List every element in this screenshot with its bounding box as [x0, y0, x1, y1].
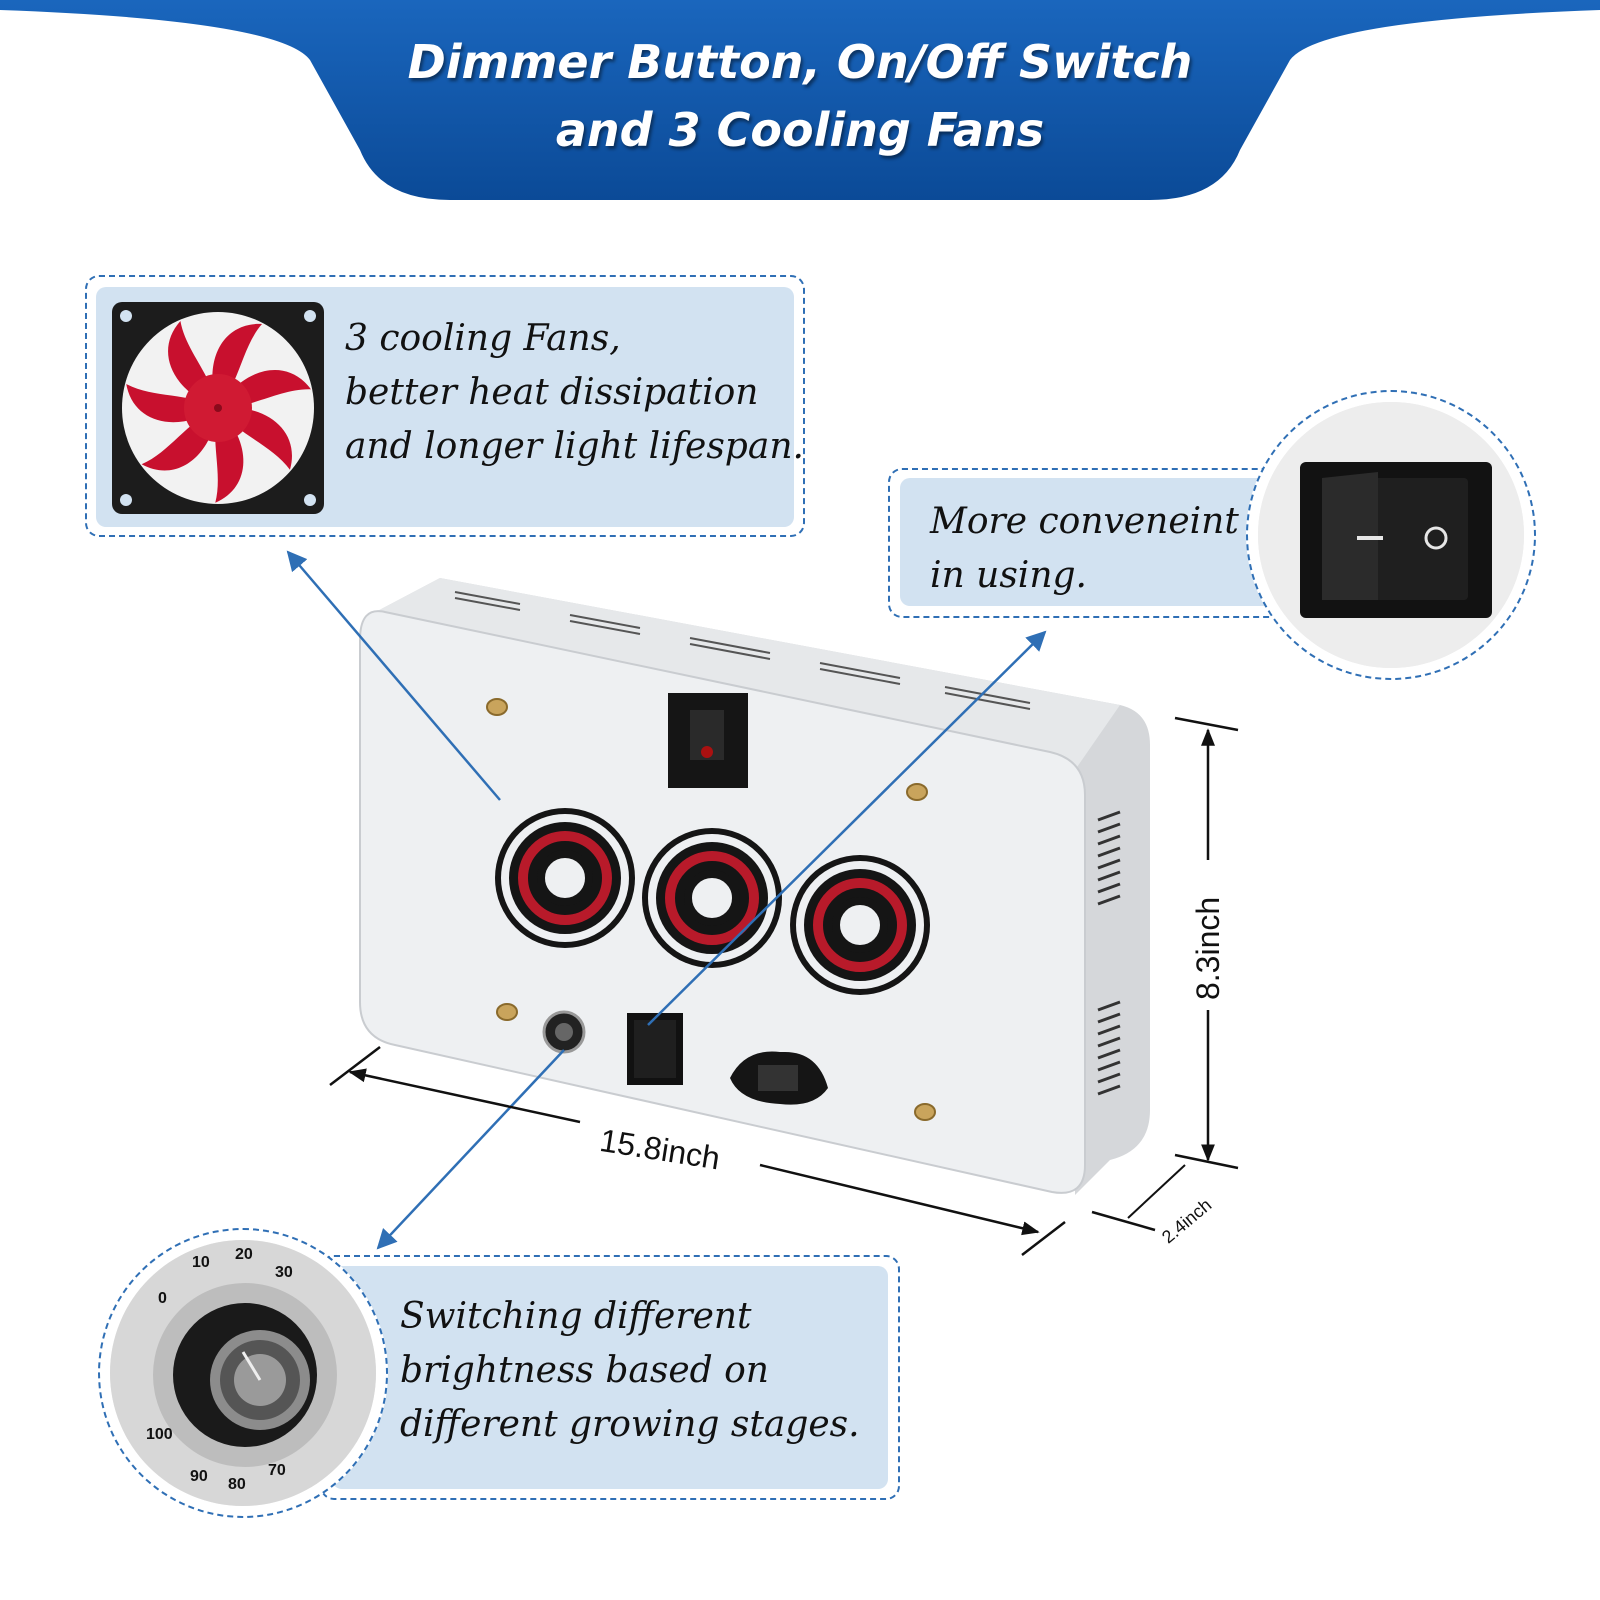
- banner-title-line2: and 3 Cooling Fans: [555, 103, 1045, 157]
- height-dimension-label: 8.3inch: [1190, 896, 1226, 1000]
- dimmer-text-line1: Switching different: [400, 1296, 752, 1337]
- dimmer-knob-icon: [110, 1240, 376, 1506]
- dimmer-callout-text: Switching different brightness based on …: [400, 1290, 860, 1452]
- fans-callout-text: 3 cooling Fans, better heat dissipation …: [345, 312, 804, 474]
- switch-text-line1: More conveneint: [930, 501, 1239, 542]
- fans-callout-frame: [85, 275, 805, 537]
- dial-mark-70: 70: [268, 1462, 286, 1479]
- dial-mark-0: 0: [158, 1290, 167, 1307]
- switch-text-line2: in using.: [930, 555, 1087, 596]
- dial-mark-20: 20: [235, 1246, 253, 1263]
- title-banner: [0, 0, 1600, 200]
- cooling-fan-icon: [112, 302, 324, 514]
- fans-text-line2: better heat dissipation: [345, 372, 759, 413]
- dimmer-text-line2: brightness based on: [400, 1350, 769, 1391]
- dial-mark-30: 30: [275, 1264, 293, 1281]
- rocker-switch-icon: [1258, 402, 1524, 668]
- fans-text-line3: and longer light lifespan.: [345, 426, 804, 467]
- grow-light-product: [359, 578, 1150, 1195]
- dimmer-callout-panel: [332, 1266, 888, 1489]
- switch-circle-photo: [1258, 402, 1524, 668]
- dial-mark-10: 10: [192, 1254, 210, 1271]
- dial-mark-80: 80: [228, 1476, 246, 1493]
- dimmer-circle-photo: 0 10 20 30 70 80 90 100: [110, 1240, 376, 1506]
- switch-callout-text: More conveneint in using.: [930, 495, 1239, 603]
- dial-mark-90: 90: [190, 1468, 208, 1485]
- banner-title: Dimmer Button, On/Off Switch and 3 Cooli…: [300, 28, 1300, 164]
- dial-mark-100: 100: [146, 1426, 173, 1443]
- fans-text-line1: 3 cooling Fans,: [345, 318, 621, 359]
- banner-title-line1: Dimmer Button, On/Off Switch: [407, 35, 1193, 89]
- dimmer-text-line3: different growing stages.: [400, 1404, 860, 1445]
